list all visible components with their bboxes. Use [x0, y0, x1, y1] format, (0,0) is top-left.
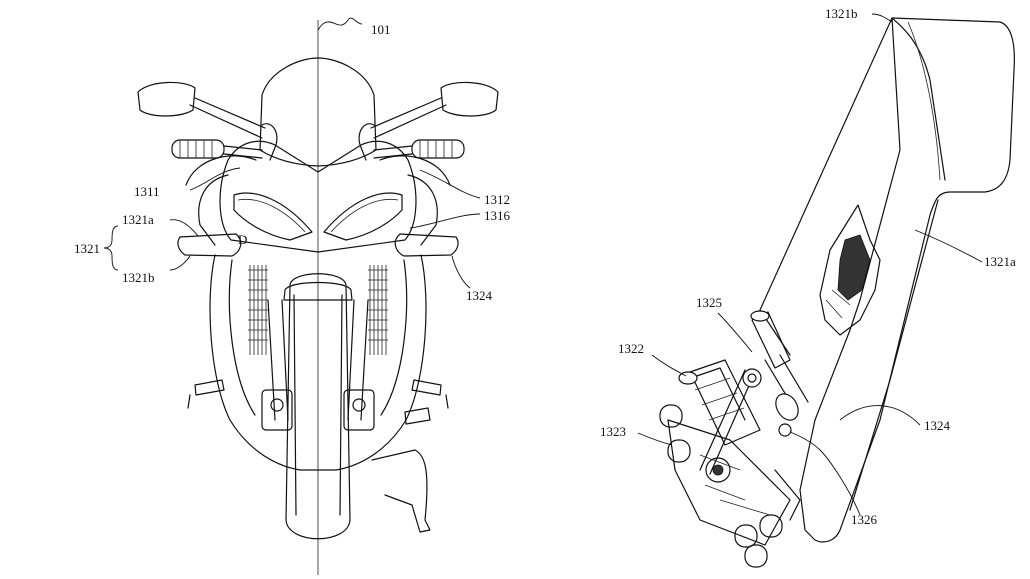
- label-1321b-right: 1321b: [825, 6, 858, 21]
- actuator-motor: [689, 359, 761, 446]
- label-1321b-left: 1321b: [122, 270, 155, 285]
- label-1321: 1321: [74, 241, 100, 256]
- label-1316: 1316: [484, 208, 511, 223]
- right-mirror: [440, 81, 499, 117]
- left-winglet: [177, 233, 242, 257]
- left-headlight: [233, 192, 313, 241]
- label-1324-right: 1324: [924, 418, 951, 433]
- label-1321a-right: 1321a: [984, 254, 1016, 269]
- front-wheel: [285, 273, 351, 540]
- label-1312: 1312: [484, 192, 510, 207]
- label-1325: 1325: [696, 295, 722, 310]
- winglet-mechanism-view: [637, 13, 1015, 568]
- label-1322: 1322: [618, 341, 644, 356]
- right-headlight: [323, 192, 403, 241]
- left-mirror: [137, 81, 196, 117]
- wing-mount-opening: [819, 204, 881, 336]
- pin-1326: [778, 423, 792, 437]
- right-winglet: [394, 233, 459, 257]
- right-grip: [411, 139, 465, 159]
- mounting-bracket: [667, 419, 791, 546]
- windscreen: [259, 57, 377, 167]
- label-1324-left: 1324: [466, 288, 493, 303]
- motorcycle-front-view: [103, 17, 499, 575]
- left-grip: [171, 139, 225, 159]
- upper-fairing: [219, 140, 417, 253]
- label-1321a-left: 1321a: [122, 212, 154, 227]
- winglet-body: [799, 17, 1015, 543]
- side-stand: [371, 449, 431, 533]
- label-d: D: [238, 232, 247, 247]
- label-101: 101: [371, 22, 391, 37]
- label-1323: 1323: [600, 424, 626, 439]
- label-1326: 1326: [851, 512, 878, 527]
- label-1311: 1311: [134, 184, 160, 199]
- lower-fairing: [209, 254, 427, 471]
